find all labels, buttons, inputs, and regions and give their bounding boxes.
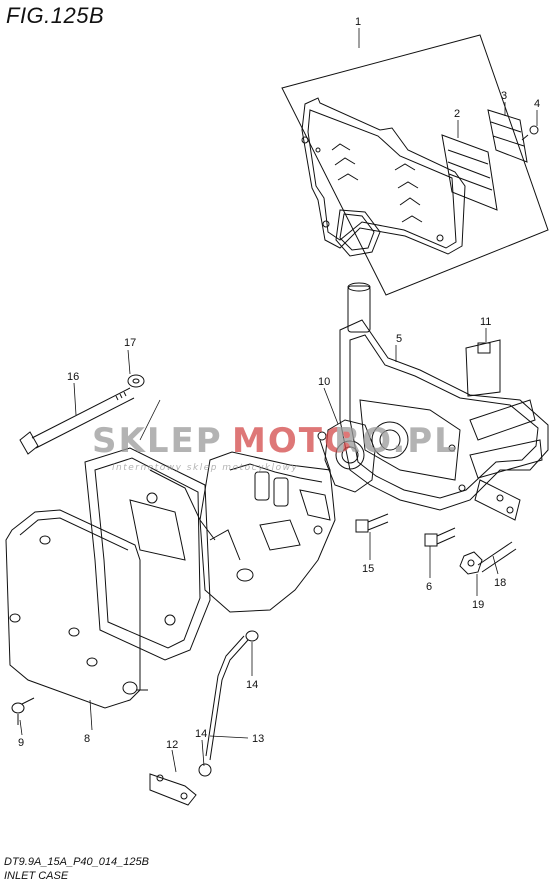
callout-15: 15 [362,563,374,575]
watermark-part-a: SKLEP [92,421,223,461]
callout-5: 5 [396,333,402,345]
callout-4: 4 [534,98,540,110]
callout-2: 2 [454,108,460,120]
silencer-plate [84,447,216,661]
callout-14-lower: 14 [195,728,207,740]
bolt-6 [424,527,456,547]
footer-name: INLET CASE [4,870,69,882]
carburetor [199,431,336,613]
gasket-10 [324,419,376,493]
callout-18: 18 [494,577,506,589]
screw-9 [11,697,35,725]
callout-6: 6 [426,581,432,593]
callout-17: 17 [124,337,136,349]
reed-valve-plate [441,134,498,211]
reed-stopper [487,109,528,163]
washer-17 [127,374,145,388]
pin-11 [465,339,501,397]
callout-3: 3 [501,90,507,102]
callout-13: 13 [252,733,264,745]
callout-8: 8 [84,733,90,745]
gasket-plate [301,97,466,257]
figure-title: FIG.125B [6,3,105,28]
inlet-case-body [339,282,549,521]
callout-1: 1 [355,16,361,28]
bolt-18 [477,541,517,573]
callout-10: 10 [318,376,330,388]
plate-12 [149,773,197,806]
breather-tube-13 [198,630,259,777]
silencer-cover [5,509,148,709]
watermark-part-b: MOTO [232,421,355,461]
callout-labels: 1 2 3 4 5 6 8 9 10 11 12 13 14 14 15 16 … [18,16,540,751]
callout-14-upper: 14 [246,679,258,691]
watermark-part-c: RO.PL [334,421,458,461]
long-bolt-16 [19,387,135,455]
nut-19 [459,551,483,575]
callout-19: 19 [472,599,484,611]
footer-code: DT9.9A_15A_P40_014_125B [4,856,149,868]
callout-12: 12 [166,739,178,751]
bolt-15 [355,513,389,533]
gasket-kit-box [281,34,549,296]
screw-4 [521,125,539,141]
callout-11: 11 [480,316,491,328]
watermark-subtitle: internetowy sklep motocyklowy [112,463,298,473]
leader-lines [19,28,538,773]
callout-16: 16 [67,371,79,383]
watermark: SKLEP MOTO RO.PL internetowy sklep motoc… [92,421,458,473]
callout-9: 9 [18,737,24,749]
